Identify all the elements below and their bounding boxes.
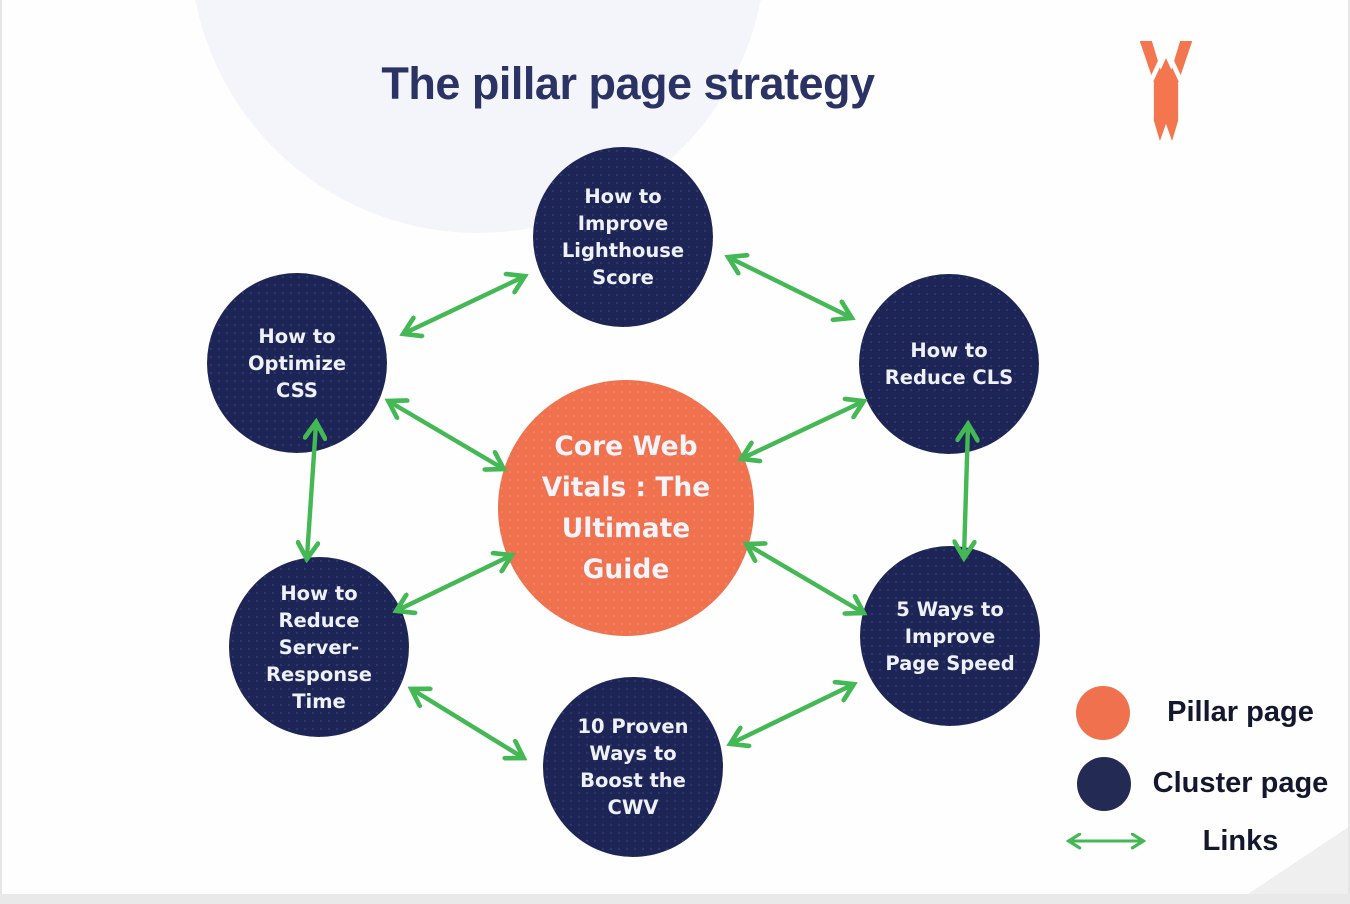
link-arrow-pillar-cls (743, 402, 862, 458)
link-arrow-lighthouse-cls (730, 258, 850, 317)
page-edge-right (1348, 0, 1350, 904)
link-arrow-css-lighthouse (405, 277, 523, 333)
link-arrow-server-pillar (398, 556, 510, 610)
legend-pillar-label: Pillar page (1167, 696, 1314, 728)
wp-rocket-logo-icon (1139, 41, 1193, 141)
page-title: The pillar page strategy (381, 58, 875, 109)
link-arrow-pillar-speed (748, 545, 862, 612)
link-arrow-server-cwv (413, 690, 522, 757)
legend-links-label: Links (1202, 825, 1279, 857)
link-arrow-cwv-speed (732, 685, 852, 743)
link-arrow-css-pillar (390, 402, 502, 468)
page-edge-bottom (0, 894, 1350, 904)
page-edge-left (0, 0, 2, 904)
legend-cluster-label: Cluster page (1152, 767, 1329, 799)
legend-pillar-swatch (1076, 686, 1130, 740)
legend-cluster-swatch (1077, 757, 1131, 811)
legend-links-arrow-icon (1058, 830, 1154, 852)
